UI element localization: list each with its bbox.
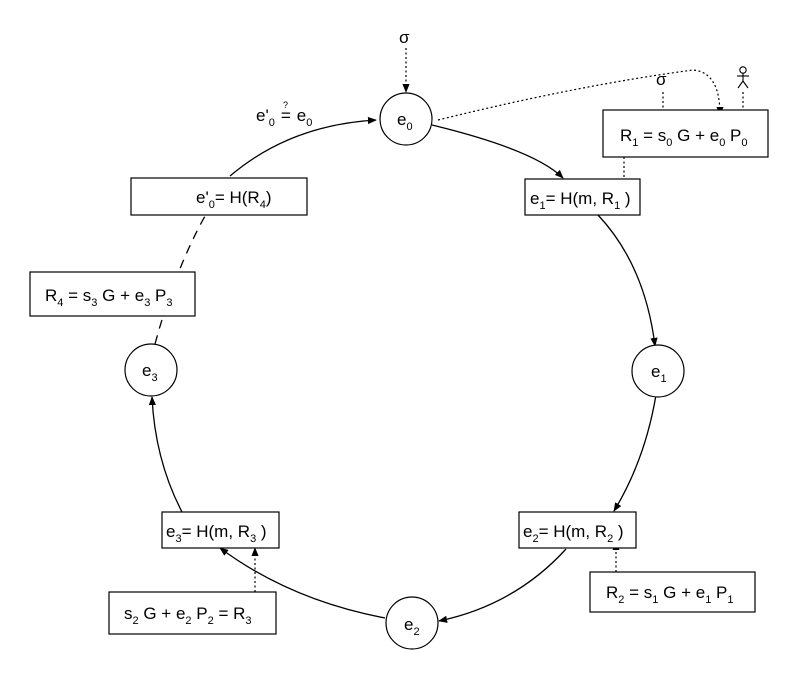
sigma-input-signer: σ [656, 70, 667, 89]
node-e3: e3 [124, 343, 178, 397]
box-r2-commitment: R2 = s1 G + e1 P1 [589, 571, 756, 613]
svg-text:e3= H(m, R3 ): e3= H(m, R3 ) [166, 522, 267, 545]
svg-text:R1 = s0 G + e0 P0: R1 = s0 G + e0 P0 [620, 126, 748, 149]
box-h3-hash: e3= H(m, R3 ) [161, 511, 280, 549]
arc-h2-to-e2 [438, 548, 567, 623]
svg-text:e0: e0 [397, 110, 413, 133]
verification-check: e'0=e0 [256, 106, 312, 129]
node-e2: e2 [385, 596, 439, 650]
box-h2-hash: e2= H(m, R2 ) [518, 511, 637, 549]
svg-text:e1= H(m, R1 ): e1= H(m, R1 ) [530, 189, 631, 212]
svg-text:e2: e2 [404, 615, 420, 638]
box-h1-hash: e1= H(m, R1 ) [524, 178, 641, 216]
svg-text:e3: e3 [142, 361, 158, 384]
box-r1-commitment: R1 = s0 G + e0 P0 [602, 109, 769, 158]
svg-text:R2 = s1 G + e1 P1: R2 = s1 G + e1 P1 [606, 583, 734, 606]
svg-text:e'0= H(R4): e'0= H(R4) [196, 188, 272, 211]
arc-h1-to-e1 [597, 214, 658, 347]
verification-question-mark: ? [283, 100, 288, 110]
arc-h4-to-e0 [229, 116, 377, 177]
node-e0: e0 [379, 92, 433, 146]
arc-e1-to-h2 [613, 394, 657, 512]
svg-text:e1: e1 [651, 362, 667, 385]
box-h4-hash: e'0= H(R4) [130, 177, 308, 216]
box-r3-commitment: s2 G + e2 P2 = R3 [108, 591, 277, 635]
arc-e2-to-h3 [219, 547, 386, 619]
node-e1: e1 [631, 344, 685, 398]
arc-h3-to-e3 [148, 396, 183, 513]
svg-text:e2= H(m, R2 ): e2= H(m, R2 ) [523, 522, 624, 545]
box-r4-commitment: R4 = s3 G + e3 P3 [29, 271, 196, 317]
person-icon [737, 66, 749, 89]
arc-e0-to-h1 [431, 124, 564, 179]
svg-text:s2 G + e2 P2 = R3: s2 G + e2 P2 = R3 [124, 604, 252, 627]
sigma-input-top: σ [399, 28, 410, 47]
svg-text:R4 = s3 G + e3 P3: R4 = s3 G + e3 P3 [45, 286, 173, 309]
